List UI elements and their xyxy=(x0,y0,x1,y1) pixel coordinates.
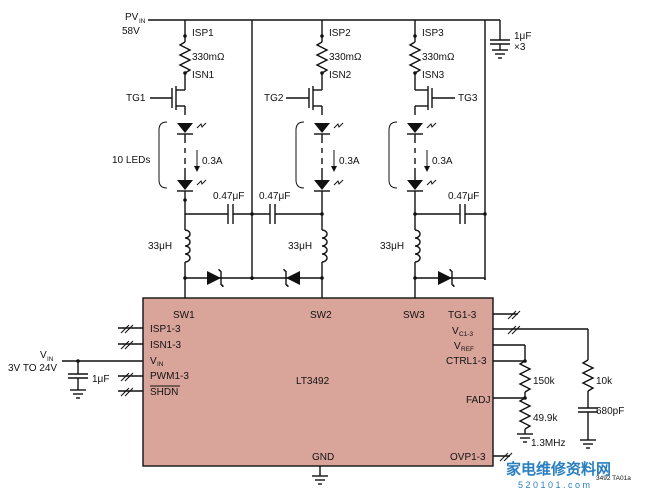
channel-2 xyxy=(250,20,344,298)
ch3-tg: TG3 xyxy=(458,93,478,104)
ch2-inductor: 33μH xyxy=(288,241,312,252)
pin-ctrl: CTRL1-3 xyxy=(446,356,487,367)
pin-sw1: SW1 xyxy=(173,310,195,321)
ch1-cap: 0.47μF xyxy=(213,191,244,202)
pin-vref-sub: REF xyxy=(461,346,474,353)
input-vin: V xyxy=(40,350,47,361)
pvin-sub: IN xyxy=(139,18,146,25)
pin-fadj: FADJ xyxy=(466,395,490,406)
ch2-tg: TG2 xyxy=(264,93,284,104)
ch1-current: 0.3A xyxy=(202,156,223,167)
pin-vin-sub: IN xyxy=(157,361,164,368)
ch3-isp: ISP3 xyxy=(422,28,444,39)
pin-sw3: SW3 xyxy=(403,310,425,321)
ch2-isn: ISN2 xyxy=(329,70,352,81)
ch1-inductor: 33μH xyxy=(148,241,172,252)
ic-name: LT3492 xyxy=(296,376,330,387)
pin-ovp: OVP1-3 xyxy=(450,452,486,463)
pin-sw2: SW2 xyxy=(310,310,332,321)
led-label: 10 LEDs xyxy=(112,155,150,166)
input-vin-sub: IN xyxy=(47,356,54,363)
footer-code: 3492 TA01a xyxy=(596,475,631,482)
pvin-label: PV xyxy=(125,12,139,23)
watermark-text: 家电维修资料网 xyxy=(506,460,611,478)
ch2-rsense: 330mΩ xyxy=(329,52,362,63)
watermark-url: 5 2 0 1 0 1 . c o m xyxy=(518,480,590,490)
supply-rail xyxy=(148,19,510,280)
ch3-cap: 0.47μF xyxy=(448,191,479,202)
input-range: 3V TO 24V xyxy=(8,363,57,374)
pin-isp13: ISP1-3 xyxy=(150,324,181,335)
pin-tg13: TG1-3 xyxy=(448,310,477,321)
channel-3 xyxy=(388,20,487,298)
ch1-tg: TG1 xyxy=(126,93,146,104)
pin-shdn: SHDN xyxy=(150,387,178,398)
pin-vref: V xyxy=(454,341,461,352)
top-cap-count: ×3 xyxy=(514,42,526,53)
top-cap-value: 1μF xyxy=(514,31,531,42)
r-ctrl: 150k xyxy=(533,376,556,387)
pin-vin: V xyxy=(150,356,157,367)
ch1-isp: ISP1 xyxy=(192,28,214,39)
ch2-isp: ISP2 xyxy=(329,28,351,39)
ic-body xyxy=(142,297,494,467)
led-bracket xyxy=(158,121,168,189)
pin-vc: V xyxy=(452,326,459,337)
pvin-voltage: 58V xyxy=(122,26,140,37)
pin-pwm: PWM1-3 xyxy=(150,371,189,382)
pin-vc-sub: C1-3 xyxy=(459,331,473,338)
input-cap: 1μF xyxy=(92,374,109,385)
r-comp: 10k xyxy=(596,376,613,387)
ch1-rsense: 330mΩ xyxy=(192,52,225,63)
ch2-cap: 0.47μF xyxy=(259,191,290,202)
ch2-current: 0.3A xyxy=(339,156,360,167)
ch3-inductor: 33μH xyxy=(380,241,404,252)
pin-gnd: GND xyxy=(312,452,334,463)
freq: 1.3MHz xyxy=(531,438,565,449)
pin-isn13: ISN1-3 xyxy=(150,340,182,351)
ch3-rsense: 330mΩ xyxy=(422,52,455,63)
r-fadj: 49.9k xyxy=(533,413,558,424)
c-comp: 680pF xyxy=(596,406,624,417)
right-pin-stubs xyxy=(312,310,598,485)
ch1-isn: ISN1 xyxy=(192,70,215,81)
left-pin-stubs xyxy=(62,324,143,399)
channel-1 xyxy=(150,20,254,298)
ch3-isn: ISN3 xyxy=(422,70,445,81)
ch3-current: 0.3A xyxy=(432,156,453,167)
